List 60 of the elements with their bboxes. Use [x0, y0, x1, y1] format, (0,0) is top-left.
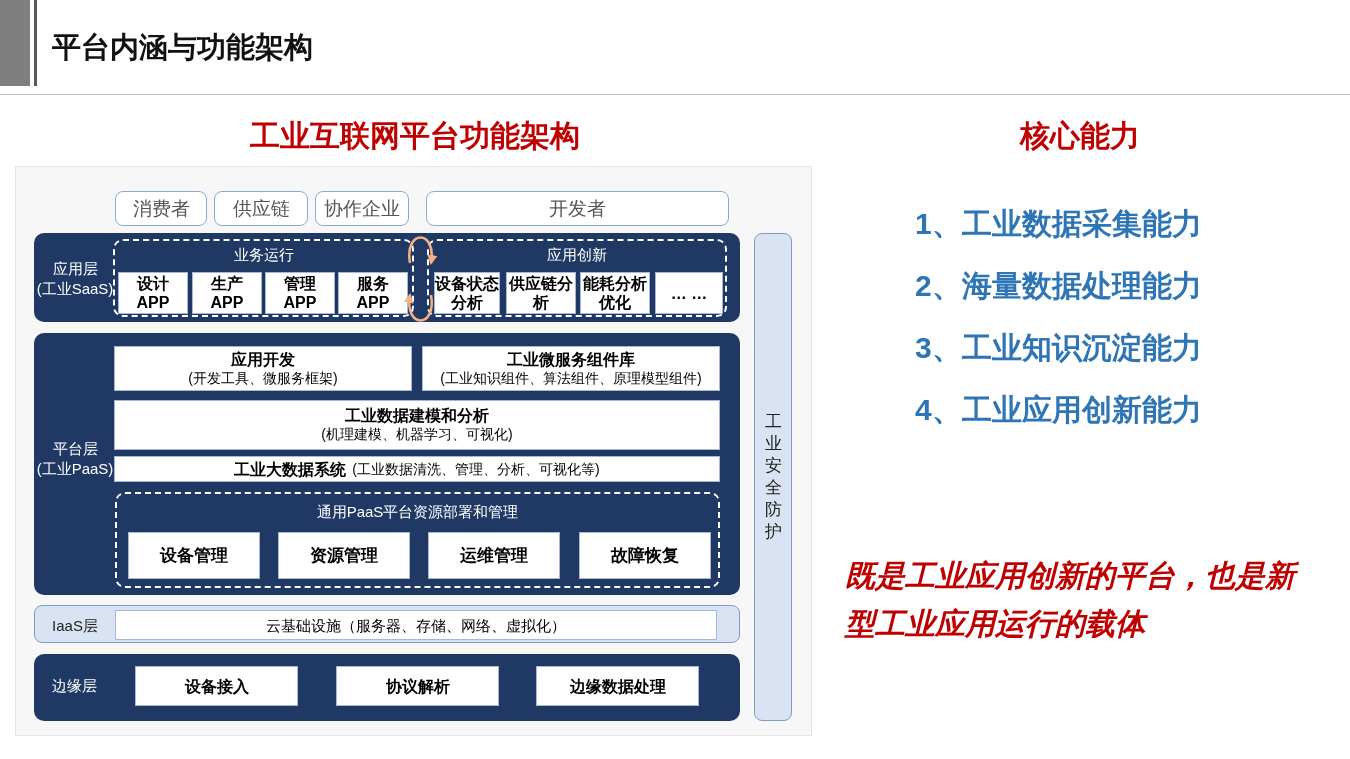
process-box: 能耗分析优化: [580, 272, 650, 314]
process-box: [114, 400, 720, 450]
box-heading: 应用开发: [231, 349, 295, 369]
group-title: 业务运行: [232, 245, 295, 265]
process-box: [422, 346, 720, 391]
process-box: 设备管理: [128, 532, 260, 579]
process-box: [114, 456, 720, 482]
capability-item: 2、海量数据处理能力: [915, 268, 1203, 304]
capability-item: 3、工业知识沉淀能力: [915, 330, 1203, 366]
layer-panel: [34, 233, 740, 322]
group-title: 应用创新: [546, 245, 608, 265]
cycle-arrow: [404, 293, 433, 322]
process-box: 故障恢复: [579, 532, 711, 579]
layer-label: 应用层: [51, 259, 99, 279]
process-box: 协议解析: [336, 666, 499, 706]
process-box: [114, 346, 412, 391]
layer-panel: [34, 605, 740, 643]
box-detail: (开发工具、微服务框架): [188, 368, 338, 388]
process-box: 设备状态分析: [434, 272, 500, 314]
group-frame: [427, 239, 727, 317]
security-band: [754, 233, 792, 721]
process-box: 设备接入: [135, 666, 298, 706]
user-group-box: 协作企业: [315, 191, 409, 226]
subtitle: 工业互联网平台功能架构: [249, 118, 581, 154]
page-title: 平台内涵与功能架构: [52, 30, 313, 65]
box-heading: 工业大数据系统: [234, 459, 347, 479]
process-box: 边缘数据处理: [536, 666, 699, 706]
layer-panel: [34, 654, 740, 721]
band-label: 工业安全防护: [764, 411, 782, 543]
process-box: 管理 APP: [265, 272, 335, 314]
layer-panel: [34, 333, 740, 595]
process-box: 供应链分析: [506, 272, 576, 314]
user-group-box: 开发者: [426, 191, 729, 226]
process-box: 生产 APP: [192, 272, 262, 314]
layer-label: IaaS层: [51, 616, 99, 636]
group-frame: [113, 239, 414, 317]
subtitle: 核心能力: [1018, 118, 1141, 154]
box-detail: (工业知识组件、算法组件、原理模型组件): [440, 368, 702, 388]
process-box: … …: [655, 272, 723, 314]
layer-label: 平台层: [51, 439, 99, 459]
capability-item: 1、工业数据采集能力: [915, 206, 1203, 242]
group-title: 通用PaaS平台资源部署和管理: [315, 502, 520, 522]
group-frame: [115, 492, 720, 588]
box-detail: (工业数据清洗、管理、分析、可视化等): [352, 459, 600, 479]
process-box: 资源管理: [278, 532, 410, 579]
process-box: 设计 APP: [118, 272, 188, 314]
user-group-box: 消费者: [115, 191, 207, 226]
cycle-arrow: [408, 236, 437, 265]
capability-item: 4、工业应用创新能力: [915, 392, 1203, 428]
user-group-box: 供应链: [214, 191, 308, 226]
layer-label: 边缘层: [50, 676, 98, 696]
box-heading: 工业微服务组件库: [507, 349, 635, 369]
statement-text: 既是工业应用创新的平台，也是新型工业应用运行的载体: [845, 552, 1305, 648]
process-box: 运维管理: [428, 532, 560, 579]
layer-label: (工业PaaS): [36, 459, 114, 479]
box-detail: (机理建模、机器学习、可视化): [321, 425, 513, 444]
box-heading: 工业数据建模和分析: [345, 406, 489, 425]
process-box: 云基础设施（服务器、存储、网络、虚拟化）: [115, 610, 717, 640]
process-box: 服务 APP: [338, 272, 408, 314]
layer-label: (工业SaaS): [36, 279, 114, 299]
